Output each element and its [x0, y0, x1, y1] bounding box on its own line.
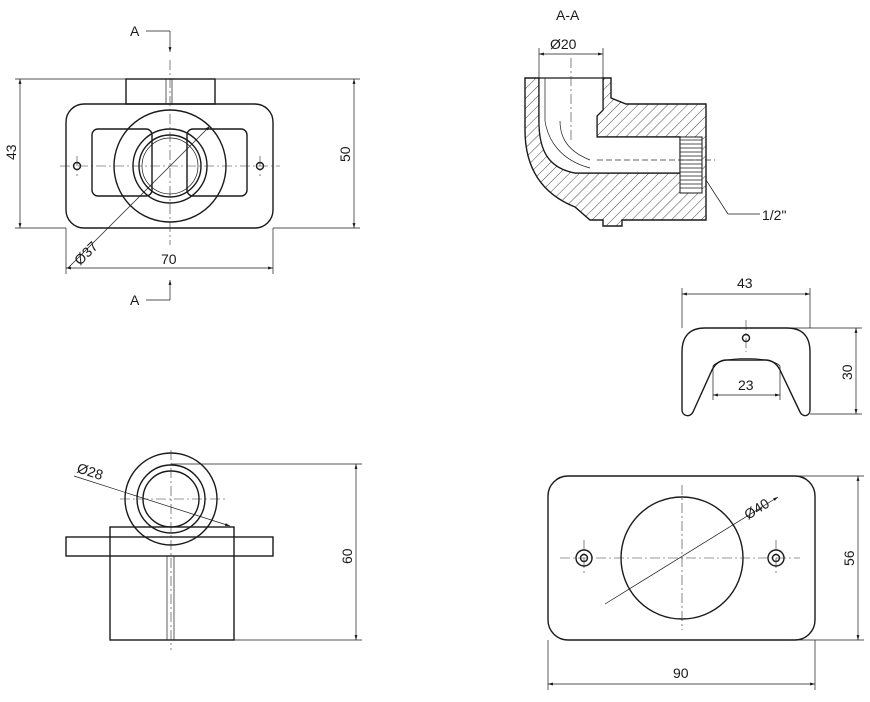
side-dim-inner: 23: [738, 377, 754, 393]
side-view: 43 23 30: [681, 275, 862, 417]
plate-dim-height: 56: [841, 550, 857, 566]
section-dim-thread: 1/2": [762, 207, 786, 223]
front-dim-diameter: Ø37: [71, 238, 101, 268]
plate-view: Ø40 90 56: [547, 475, 864, 690]
section-title: A-A: [556, 7, 580, 23]
thread-lines: [680, 139, 702, 189]
section-marker-top: A: [130, 23, 140, 39]
bottom-view: Ø28 60: [65, 450, 362, 650]
bottom-dim-diameter: Ø28: [75, 460, 105, 483]
section-dim-bore: Ø20: [550, 36, 577, 52]
plate-dim-width: 90: [673, 665, 689, 681]
side-dim-width: 43: [737, 275, 753, 291]
bottom-dim-height: 60: [339, 548, 355, 564]
section-marker-bottom: A: [130, 292, 140, 308]
front-view: A A 43 50 70 Ø37: [3, 23, 360, 308]
section-view: A-A Ø20 1/2": [524, 7, 786, 227]
plate-dim-diameter: Ø40: [741, 495, 772, 523]
front-dim-height: 43: [3, 144, 19, 160]
front-dim-height-outer: 50: [337, 146, 353, 162]
front-dim-width: 70: [161, 251, 177, 267]
side-dim-height: 30: [839, 364, 855, 380]
